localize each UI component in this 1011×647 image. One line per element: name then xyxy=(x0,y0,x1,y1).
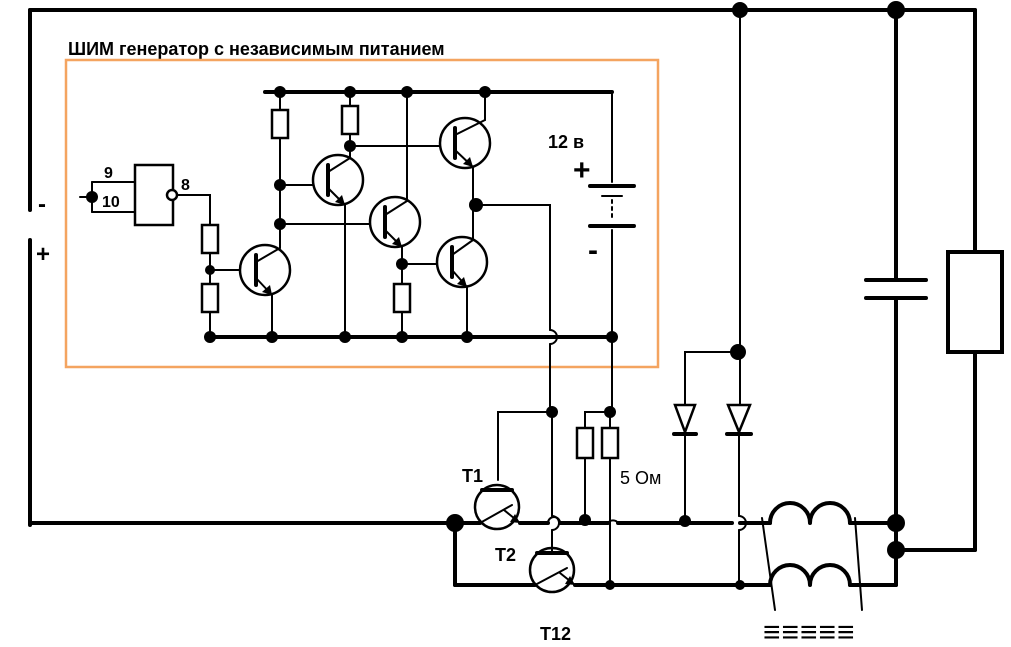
gate-pin-9-label: 9 xyxy=(104,165,113,182)
supply-plus-label: + xyxy=(36,241,50,268)
output-stage: T1 T2 T12 5 Ом xyxy=(462,9,898,647)
t2-label: T2 xyxy=(495,545,516,565)
t12-label: T12 xyxy=(540,624,571,644)
pwm-generator-circuit: 9 10 8 xyxy=(79,86,636,411)
pwm-generator-frame xyxy=(64,58,660,369)
t1-label: T1 xyxy=(462,466,483,486)
power-rails xyxy=(28,1,977,587)
battery-voltage-label: 12 в xyxy=(548,132,584,152)
gate-pin-8-label: 8 xyxy=(181,177,190,194)
load-resistor xyxy=(946,250,1004,354)
core-dashes: ≡≡≡≡≡ xyxy=(763,616,856,647)
resistor-5-ohm-label: 5 Ом xyxy=(620,468,661,488)
diagram-title: ШИМ генератор с независимым питанием xyxy=(68,39,445,59)
battery-minus-label: - xyxy=(588,234,598,267)
capacitor xyxy=(864,278,928,300)
supply-minus-label: - xyxy=(38,191,46,218)
battery-plus-label: + xyxy=(573,154,591,187)
gate-pin-10-label: 10 xyxy=(102,194,120,211)
supply-terminals: - + xyxy=(28,8,50,527)
